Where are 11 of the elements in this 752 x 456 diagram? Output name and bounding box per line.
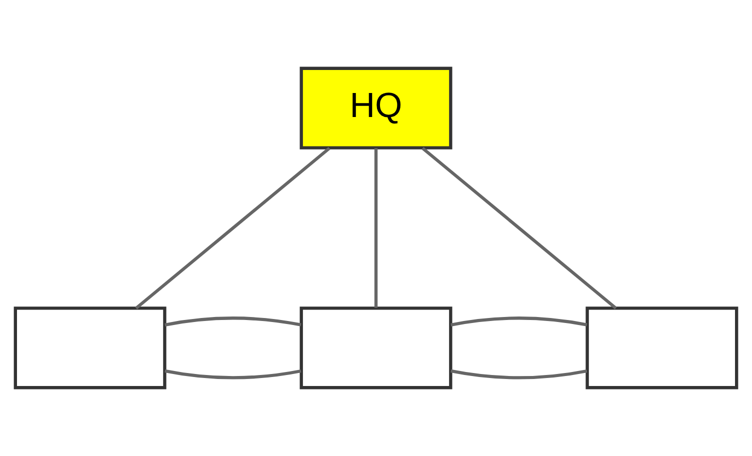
connector [164, 369, 302, 380]
node-box [586, 306, 738, 390]
connector [164, 316, 302, 326]
connector [374, 148, 378, 308]
connector [450, 316, 588, 326]
node-box [14, 306, 166, 390]
connector [450, 369, 588, 380]
connector [422, 146, 617, 310]
connector [135, 146, 330, 310]
node-box: HQ [300, 66, 452, 150]
node-box [300, 306, 452, 390]
